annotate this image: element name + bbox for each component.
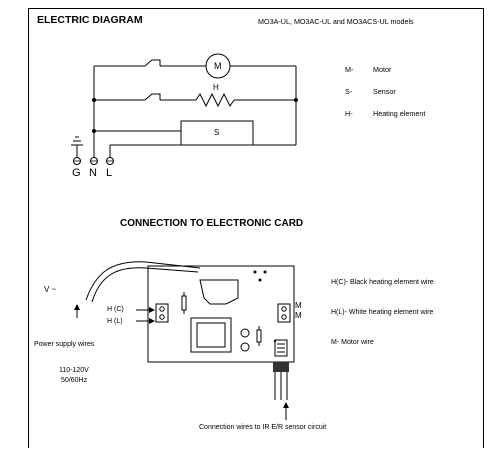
terminal-block-right (277, 303, 291, 323)
mark-m-bottom: M (295, 311, 302, 320)
node-dot (92, 129, 96, 133)
card-relay (190, 317, 232, 353)
mark-m-top: M (295, 301, 302, 310)
arrowhead-sensor (283, 402, 289, 408)
arrowhead-hc (149, 307, 155, 313)
legend-code-m: M- (345, 65, 354, 74)
arrowhead-power (74, 304, 80, 310)
card-connector (199, 279, 239, 305)
page-title: ELECTRIC DIAGRAM (37, 14, 143, 26)
heater-letter: H (213, 83, 219, 92)
legend-label-s: Sensor (373, 87, 396, 96)
sensor-caption: Connection wires to IR E/R sensor circui… (199, 424, 327, 431)
switch-heater (144, 93, 161, 101)
power-cable-outer (91, 267, 199, 303)
label-hc: H (C) (107, 306, 124, 313)
card-capacitor (240, 328, 250, 338)
node-dot (92, 98, 96, 102)
models-label: MO3A-UL, MO3AC-UL and MO3ACS-UL models (258, 17, 414, 26)
frequency-label: 50/60Hz (61, 377, 88, 384)
diagram-frame (28, 8, 484, 448)
legend-hl: H(L)- White heating element wire (331, 309, 434, 316)
power-cable (85, 261, 201, 301)
terminal-label-g: G (72, 167, 81, 179)
card-capacitor (240, 342, 250, 352)
legend-label-h: Heating element (373, 109, 426, 118)
sensor-box (180, 120, 254, 146)
power-supply-label: Power supply wires (34, 341, 95, 348)
voltage-symbol: V ~ (44, 285, 57, 294)
electronic-card (147, 265, 295, 363)
legend-code-h: H- (345, 109, 353, 118)
motor-letter: M (214, 61, 222, 71)
sensor-connector (274, 339, 288, 357)
sensor-plug (273, 362, 289, 372)
card-resistor (181, 295, 187, 311)
terminal-label-n: N (89, 167, 97, 179)
legend-hc: H(C)- Black heating element wire (331, 279, 434, 286)
switch-motor (144, 59, 161, 67)
legend-motor: M- Motor wire (331, 339, 374, 346)
voltage-label: 110-120V (59, 367, 89, 374)
heater-resistor (195, 92, 235, 108)
arrowhead-hl (149, 318, 155, 324)
card-resistor (256, 329, 262, 343)
node-dot (294, 98, 298, 102)
connection-title: CONNECTION TO ELECTRONIC CARD (120, 218, 304, 229)
terminal-label-l: L (106, 167, 113, 179)
terminal-block-left (155, 303, 169, 323)
legend-label-m: Motor (373, 65, 392, 74)
label-hl: H (L) (107, 318, 123, 325)
legend-code-s: S- (345, 87, 353, 96)
sensor-letter: S (214, 128, 220, 137)
